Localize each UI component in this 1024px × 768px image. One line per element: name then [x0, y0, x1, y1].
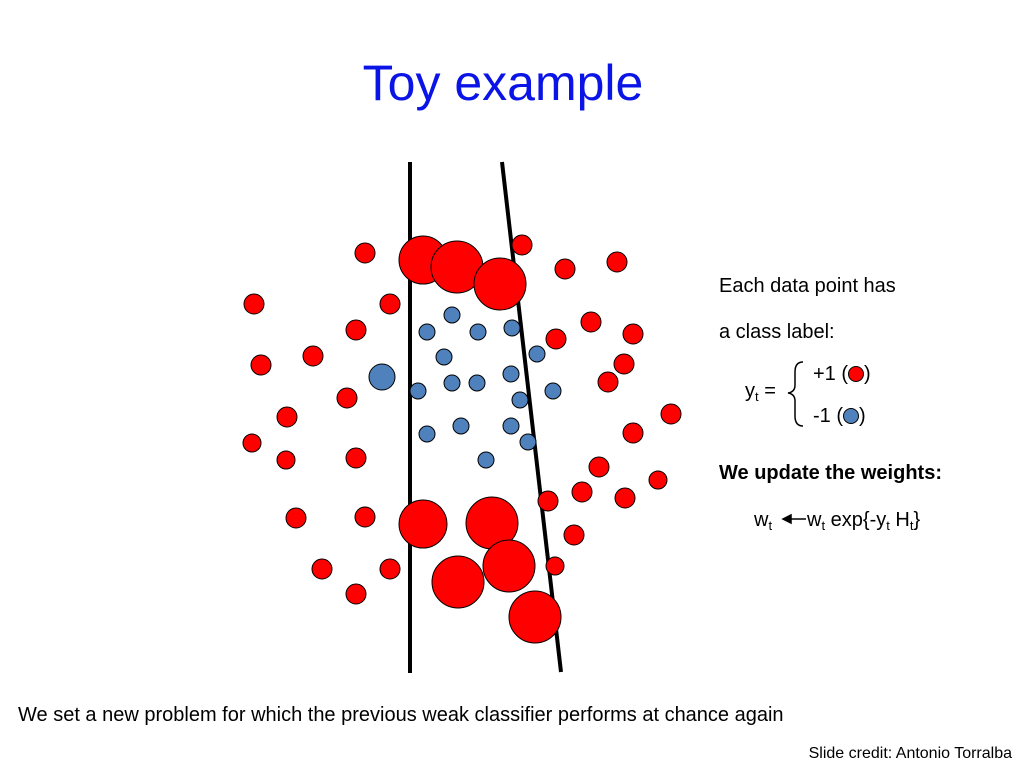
close-paren: )	[859, 405, 866, 427]
description-line-2: a class label:	[719, 321, 835, 343]
positive-point-heavy	[482, 539, 536, 593]
positive-point	[563, 524, 585, 546]
positive-point	[588, 456, 610, 478]
h-symbol: H	[895, 509, 910, 531]
t-subscript: t	[886, 518, 890, 533]
negative-point	[443, 374, 461, 392]
update-heading: We update the weights:	[719, 462, 942, 484]
t-subscript: t	[821, 518, 826, 533]
positive-point	[243, 293, 265, 315]
negative-point	[528, 345, 546, 363]
positive-point	[345, 583, 367, 605]
positive-point	[276, 406, 298, 428]
positive-point	[648, 470, 668, 490]
negative-label-text: -1 (	[813, 405, 843, 427]
negative-point	[435, 348, 453, 366]
negative-point-heavy	[368, 363, 396, 391]
negative-point	[418, 323, 436, 341]
positive-point-heavy	[431, 555, 485, 609]
blue-dot-icon	[843, 408, 859, 424]
positive-point	[545, 328, 567, 350]
update-arrow	[781, 513, 806, 525]
positive-point	[606, 251, 628, 273]
t-subscript: t	[768, 518, 773, 533]
positive-point-heavy	[473, 257, 527, 311]
update-lhs: wt	[754, 509, 773, 533]
positive-point	[302, 345, 324, 367]
positive-point	[622, 422, 644, 444]
positive-point	[242, 433, 262, 453]
description-line-1: Each data point has	[719, 275, 896, 297]
bottom-caption: We set a new problem for which the previ…	[18, 704, 784, 726]
slide-credit: Slide credit: Antonio Torralba	[808, 745, 1012, 762]
positive-point	[660, 403, 682, 425]
w-symbol: w	[754, 509, 769, 531]
positive-label-text: +1 (	[813, 363, 849, 385]
equals-sign: =	[764, 380, 776, 402]
negative-point	[452, 417, 470, 435]
w-symbol: w	[807, 509, 822, 531]
positive-point	[354, 242, 376, 264]
positive-point	[379, 293, 401, 315]
positive-point	[276, 450, 296, 470]
red-dot-icon	[848, 366, 865, 382]
negative-point	[477, 451, 495, 469]
positive-point	[511, 234, 533, 256]
positive-point	[622, 323, 644, 345]
positive-point	[250, 354, 272, 376]
positive-point	[285, 507, 307, 529]
close-paren: )	[864, 363, 871, 385]
positive-point	[354, 506, 376, 528]
update-rhs: wt exp{-yt Ht}	[807, 509, 921, 533]
y-symbol: y	[745, 380, 755, 402]
positive-point	[545, 556, 565, 576]
positive-point	[345, 319, 367, 341]
negative-point	[519, 433, 537, 451]
label-equation-lhs: yt =	[745, 380, 776, 404]
negative-point	[469, 323, 487, 341]
positive-point	[614, 487, 636, 509]
t-subscript: t	[909, 518, 914, 533]
positive-point	[336, 387, 358, 409]
positive-point	[571, 481, 593, 503]
negative-point	[443, 306, 461, 324]
positive-point-heavy	[398, 499, 448, 549]
positive-point	[580, 311, 602, 333]
slide-title: Toy example	[362, 55, 644, 111]
negative-label: -1 ()	[813, 406, 866, 426]
class-label-brace	[787, 361, 804, 427]
positive-point	[554, 258, 576, 280]
negative-point	[511, 391, 529, 409]
negative-point	[409, 382, 427, 400]
exp-prefix: exp{-y	[830, 509, 887, 531]
positive-point	[537, 490, 559, 512]
negative-point	[418, 425, 436, 443]
positive-point	[597, 371, 619, 393]
positive-point	[345, 447, 367, 469]
negative-point	[502, 417, 520, 435]
negative-point	[502, 365, 520, 383]
t-subscript: t	[755, 389, 759, 404]
close-brace: }	[913, 509, 921, 531]
negative-point	[503, 319, 521, 337]
negative-point	[468, 374, 486, 392]
data-points	[242, 234, 682, 644]
positive-point	[379, 558, 401, 580]
negative-point	[544, 382, 562, 400]
positive-point	[613, 353, 635, 375]
positive-point	[311, 558, 333, 580]
positive-point-heavy	[508, 590, 562, 644]
positive-label: +1 ()	[813, 364, 871, 384]
